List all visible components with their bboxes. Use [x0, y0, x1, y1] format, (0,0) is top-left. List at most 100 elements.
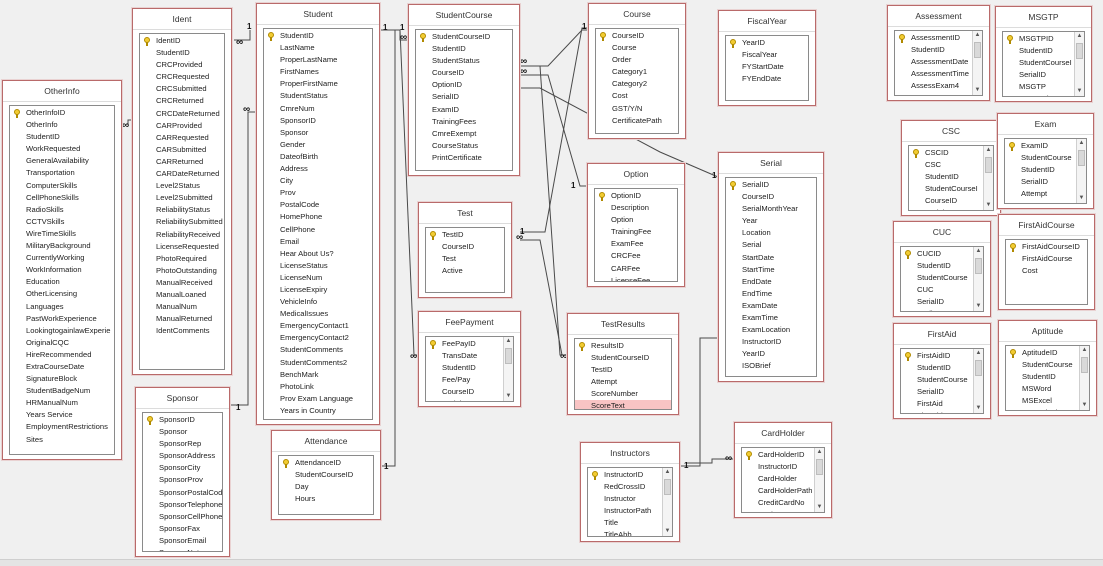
field-item[interactable]: PostalCode	[280, 200, 320, 210]
table-title[interactable]: Exam	[998, 114, 1093, 135]
vertical-scrollbar[interactable]: ▲▼	[1079, 346, 1089, 410]
field-item[interactable]: StudentComments	[280, 345, 343, 355]
scroll-down-icon[interactable]: ▼	[1076, 88, 1083, 94]
scroll-thumb[interactable]	[985, 157, 992, 173]
scroll-thumb[interactable]	[975, 360, 982, 376]
field-item[interactable]: StudentStatus	[432, 56, 480, 66]
table-title[interactable]: Serial	[719, 153, 823, 174]
field-item[interactable]: Category1	[612, 67, 648, 77]
primary-key-field[interactable]: FeePayID	[426, 338, 503, 350]
field-item[interactable]: ISOBrief	[742, 361, 771, 371]
field-item[interactable]: StudentComments2	[280, 357, 348, 367]
field-item[interactable]: CARProvided	[156, 120, 203, 130]
field-item[interactable]: StudentID	[432, 44, 466, 54]
field-item[interactable]: SponsorFax	[159, 523, 200, 533]
field-item[interactable]: SerialID	[1019, 70, 1047, 80]
vertical-scrollbar[interactable]: ▲▼	[972, 31, 982, 95]
field-item[interactable]: ProperFirstName	[280, 79, 338, 89]
field-item[interactable]: Location	[742, 228, 771, 238]
field-item[interactable]: LicenseNum	[280, 272, 323, 282]
primary-key-field[interactable]: FirstAidID	[901, 350, 973, 362]
field-item[interactable]: SerialID	[909, 207, 983, 210]
table-title[interactable]: FirstAid	[894, 324, 990, 345]
scroll-down-icon[interactable]: ▼	[1081, 402, 1088, 408]
relationship-line[interactable]	[380, 29, 408, 41]
field-item[interactable]: StudentID	[1022, 372, 1056, 382]
field-item[interactable]: StudentCourse	[917, 273, 968, 283]
field-item[interactable]: Year	[742, 216, 758, 226]
scroll-up-icon[interactable]: ▲	[975, 350, 982, 356]
vertical-scrollbar[interactable]: ▲▼	[503, 337, 513, 401]
field-item[interactable]: CRCFee	[611, 251, 641, 261]
field-item[interactable]: SponsorTelephone	[159, 499, 222, 509]
field-item[interactable]: SponsorNotes	[143, 547, 222, 551]
relationship-line[interactable]	[234, 30, 251, 41]
field-item[interactable]: EmergencyContact1	[280, 321, 349, 331]
field-item[interactable]: RedCrossID	[604, 482, 646, 492]
field-item[interactable]: Sponsor	[280, 127, 309, 137]
field-item[interactable]: LicenseStatus	[280, 260, 328, 270]
field-item[interactable]: SerialID	[426, 398, 503, 401]
field-item[interactable]: WorkInformation	[26, 265, 82, 275]
field-item[interactable]: AssessmentTime	[911, 69, 969, 79]
scroll-up-icon[interactable]: ▲	[1078, 140, 1085, 146]
field-item[interactable]: Title	[604, 518, 619, 528]
field-item[interactable]: MedicalIssues	[280, 309, 329, 319]
table-title[interactable]: Assessment	[888, 6, 989, 27]
field-item[interactable]: AssessExam4	[911, 81, 960, 91]
field-item[interactable]: BenchMark	[280, 369, 319, 379]
field-item[interactable]: Level2Submitted	[156, 193, 213, 203]
table-title[interactable]: MSGTP	[996, 7, 1091, 28]
field-item[interactable]: Serial	[742, 240, 762, 250]
field-item[interactable]: Years in Country	[280, 405, 336, 415]
primary-key-field[interactable]: ResultsID	[575, 340, 671, 352]
field-item[interactable]: FirstNames	[280, 67, 319, 77]
field-item[interactable]: CourseID	[442, 242, 475, 252]
field-item[interactable]: Years Service	[26, 410, 73, 420]
field-item[interactable]: TrainingFees	[432, 116, 477, 126]
field-item[interactable]: ManualReceived	[156, 277, 213, 287]
primary-key-field[interactable]: SponsorID	[143, 414, 222, 426]
field-item[interactable]: MSExcel	[1022, 396, 1052, 406]
field-item[interactable]: CARReturned	[156, 156, 204, 166]
scroll-thumb[interactable]	[974, 42, 981, 58]
field-item[interactable]: StudentCourse	[1022, 360, 1073, 370]
field-item[interactable]: EmploymentRestrictions	[26, 422, 108, 432]
table-title[interactable]: Instructors	[581, 443, 679, 464]
field-item[interactable]: HomePhone	[280, 212, 323, 222]
relationship-line[interactable]	[520, 27, 588, 233]
primary-key-field[interactable]: TestID	[426, 229, 504, 241]
field-item[interactable]: ExamDate	[742, 300, 778, 310]
field-item[interactable]: ReliabilitySubmitted	[156, 217, 223, 227]
field-item[interactable]: CUC	[917, 285, 934, 295]
field-item[interactable]: Test	[442, 254, 456, 264]
relationship-line[interactable]	[686, 458, 734, 464]
field-item[interactable]: SponsorCity	[159, 463, 201, 473]
field-item[interactable]: StudentCourseI	[1019, 58, 1072, 68]
field-item[interactable]: StudentID	[442, 363, 476, 373]
scroll-up-icon[interactable]: ▲	[1081, 347, 1088, 353]
field-item[interactable]: SerialID	[432, 92, 460, 102]
table-title[interactable]: Aptitude	[999, 321, 1096, 342]
scroll-thumb[interactable]	[1081, 357, 1088, 373]
field-item[interactable]: CARDateReturned	[156, 169, 220, 179]
scroll-thumb[interactable]	[1078, 150, 1085, 166]
field-item[interactable]: ExamLocation	[742, 325, 791, 335]
field-item[interactable]: SponsorProv	[159, 475, 203, 485]
field-item[interactable]: Attempt	[1021, 189, 1048, 199]
